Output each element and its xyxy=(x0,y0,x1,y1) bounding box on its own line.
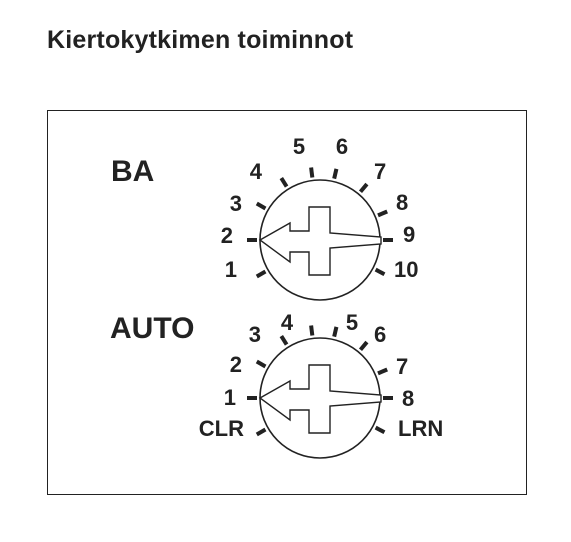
page-title: Kiertokytkimen toiminnot xyxy=(47,26,354,54)
position-label: 6 xyxy=(374,322,386,347)
position-tick xyxy=(332,326,339,338)
position-tick xyxy=(358,340,369,352)
position-tick xyxy=(279,335,289,346)
position-tick xyxy=(255,359,267,369)
position-label: 5 xyxy=(293,134,305,159)
position-tick xyxy=(255,269,267,279)
position-label: 9 xyxy=(403,222,415,247)
position-label: 4 xyxy=(250,159,263,184)
position-label: 1 xyxy=(224,385,236,410)
position-tick xyxy=(358,182,369,194)
position-tick xyxy=(255,427,267,437)
knob-pointer xyxy=(258,206,382,276)
position-label: 3 xyxy=(249,322,261,347)
position-label: 1 xyxy=(225,257,237,282)
position-tick xyxy=(374,425,386,435)
position-label: 5 xyxy=(346,310,358,335)
diagram-frame xyxy=(47,110,527,495)
position-label: LRN xyxy=(398,416,443,441)
position-tick xyxy=(377,209,388,218)
position-label: 10 xyxy=(394,257,418,282)
position-label: 4 xyxy=(281,310,294,335)
position-label: 8 xyxy=(402,386,414,411)
position-tick xyxy=(332,168,339,180)
position-tick xyxy=(255,201,267,211)
position-tick xyxy=(374,267,386,277)
position-tick xyxy=(309,167,315,178)
position-label: 7 xyxy=(396,354,408,379)
position-tick xyxy=(279,177,289,188)
position-tick xyxy=(309,325,315,336)
position-label: 7 xyxy=(374,159,386,184)
position-label: 6 xyxy=(336,134,348,159)
mode-label-auto: AUTO xyxy=(110,312,194,345)
position-label: 3 xyxy=(230,191,242,216)
position-label: 2 xyxy=(221,223,233,248)
knob-pointer xyxy=(258,364,382,434)
mode-label-ba: BA xyxy=(111,155,154,188)
position-label: 8 xyxy=(396,190,408,215)
position-label: 2 xyxy=(230,352,242,377)
position-tick xyxy=(377,367,388,376)
position-label: CLR xyxy=(199,416,244,441)
